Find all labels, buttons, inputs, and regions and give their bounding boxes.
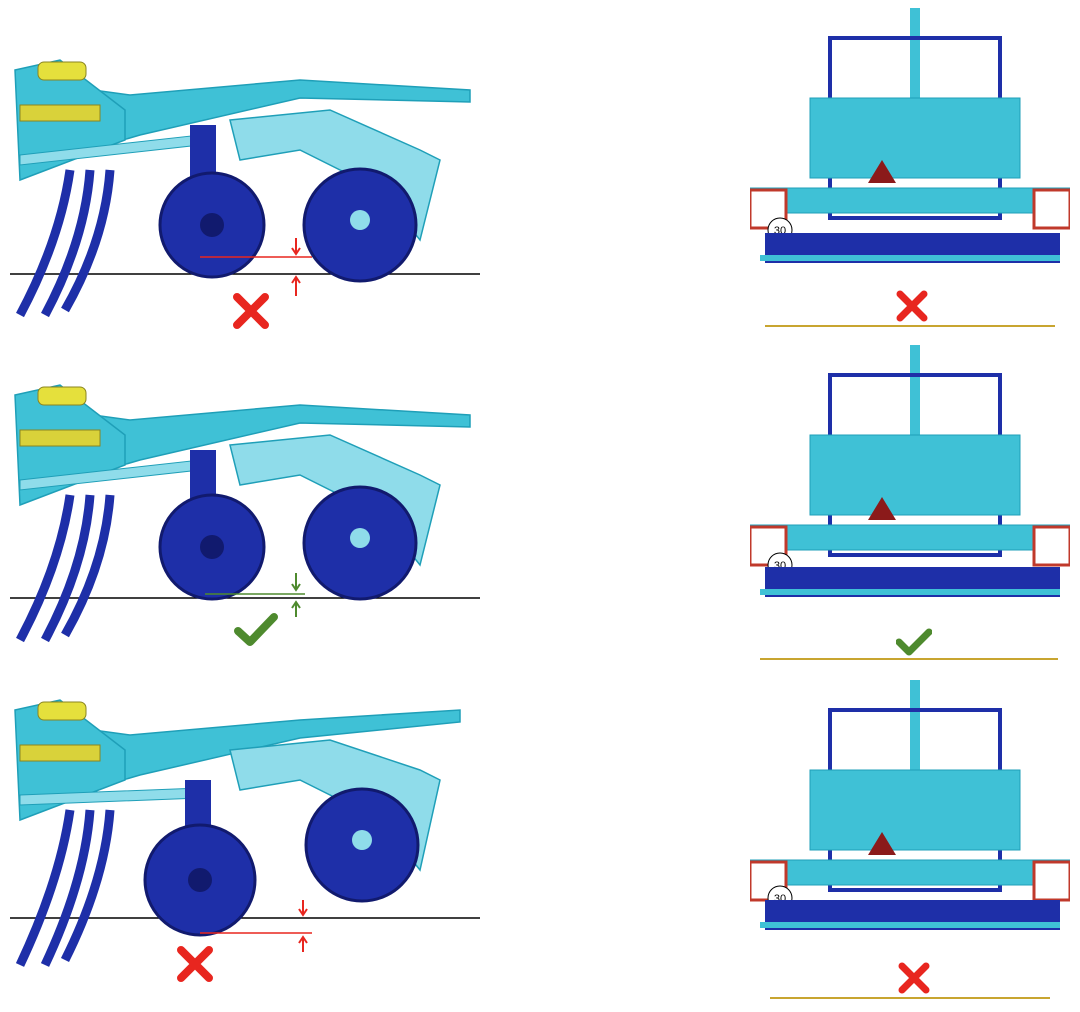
spring <box>19 744 101 762</box>
side-view-row-2 <box>0 365 490 665</box>
frame <box>809 434 1021 516</box>
spring <box>19 104 101 122</box>
tine <box>15 809 75 967</box>
tine <box>16 494 75 643</box>
toolbar <box>750 524 1070 551</box>
cross-icon <box>233 293 269 329</box>
warning-board-right <box>1032 860 1070 902</box>
arrow-up-icon <box>291 600 301 617</box>
check-icon <box>896 628 932 656</box>
tine <box>41 169 95 318</box>
toolbar <box>750 859 1070 886</box>
side-view-illustration-2 <box>10 384 480 643</box>
side-view-illustration-1 <box>10 59 480 318</box>
front-view-illustration-2: 30 <box>750 345 1070 660</box>
cross-icon <box>896 290 928 322</box>
warning-board-right <box>1032 188 1070 230</box>
arrow-down-icon <box>291 238 301 256</box>
tine <box>61 169 115 313</box>
reflector-triangle <box>868 497 896 520</box>
spring <box>19 429 101 447</box>
hydraulic-cylinder <box>37 701 87 721</box>
side-view-row-1 <box>0 40 490 340</box>
tine <box>16 169 75 318</box>
toolbar <box>750 187 1070 214</box>
tine <box>40 809 95 967</box>
warning-board-right <box>1032 525 1070 567</box>
hydraulic-cylinder <box>37 386 87 406</box>
hydraulic-cylinder <box>37 61 87 81</box>
front-view-row-3: 30 <box>750 680 1070 1000</box>
arrow-down-icon <box>298 900 308 917</box>
front-view-illustration-3: 30 <box>750 680 1070 999</box>
arrow-up-icon <box>298 935 308 952</box>
roller-arm <box>229 109 441 242</box>
front-view-row-2: 30 <box>750 345 1070 665</box>
side-view-illustration-3 <box>10 699 480 967</box>
reflector-triangle <box>868 160 896 183</box>
frame <box>809 769 1021 851</box>
front-view-illustration-1: 30 <box>750 8 1070 327</box>
cross-icon <box>177 946 213 982</box>
roller-arm <box>229 739 441 872</box>
front-view-row-1: 30 <box>750 8 1070 338</box>
tine <box>60 809 115 963</box>
reflector-triangle <box>868 832 896 855</box>
arrow-up-icon <box>291 275 301 296</box>
frame <box>809 97 1021 179</box>
cross-icon <box>898 962 930 994</box>
arrow-down-icon <box>291 573 301 592</box>
tine <box>61 494 115 638</box>
tine <box>41 494 95 643</box>
check-icon <box>234 613 278 646</box>
side-view-row-3 <box>0 680 490 1000</box>
roller-arm <box>229 434 441 567</box>
